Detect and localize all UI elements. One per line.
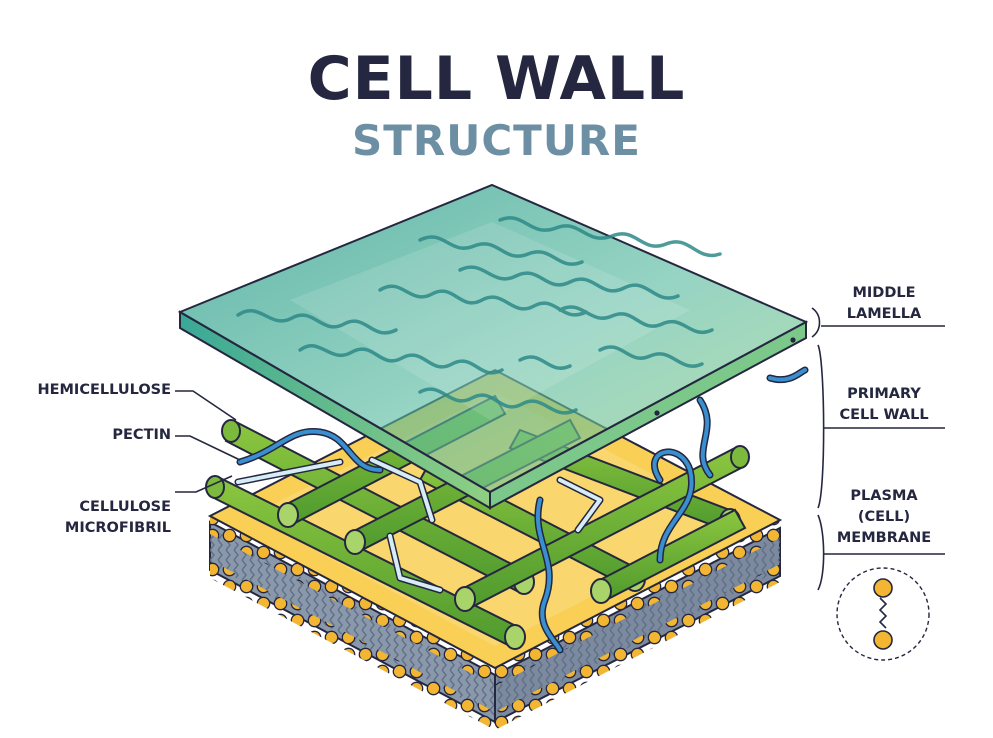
label-primary-cell-wall: PRIMARY CELL WALL (822, 384, 946, 426)
label-pectin: PECTIN (112, 425, 171, 446)
label-plasma-membrane-line-2: (CELL) (857, 509, 911, 525)
hemicellulose-strands (234, 456, 604, 594)
label-middle-lamella-line-2: LAMELLA (846, 306, 922, 322)
pectin-strands (236, 366, 809, 654)
label-middle-lamella: MIDDLE LAMELLA (822, 283, 946, 325)
label-leader-lines (175, 307, 945, 591)
title-line-2: STRUCTURE (352, 116, 641, 165)
title-line-1: CELL WALL (307, 44, 686, 114)
cellulose-rod (454, 445, 750, 612)
label-plasma-membrane: PLASMA (CELL) MEMBRANE (822, 486, 946, 549)
phospholipid-detail-icon (836, 567, 930, 661)
label-cellulose-line-1: CELLULOSE (79, 499, 171, 515)
label-cellulose-microfibril: CELLULOSE MICROFIBRIL (65, 497, 171, 539)
label-hemicellulose: HEMICELLULOSE (37, 380, 171, 401)
label-hemicellulose-text: HEMICELLULOSE (37, 382, 171, 398)
label-primary-cell-wall-line-2: CELL WALL (839, 407, 929, 423)
cellulose-rod (590, 508, 747, 604)
label-plasma-membrane-line-1: PLASMA (850, 488, 918, 504)
middle-lamella-slab (177, 183, 809, 510)
label-pectin-text: PECTIN (112, 427, 171, 443)
label-middle-lamella-line-1: MIDDLE (852, 285, 916, 301)
label-cellulose-line-2: MICROFIBRIL (64, 520, 171, 536)
label-primary-cell-wall-line-1: PRIMARY (847, 386, 921, 402)
label-plasma-membrane-line-3: MEMBRANE (836, 530, 932, 546)
